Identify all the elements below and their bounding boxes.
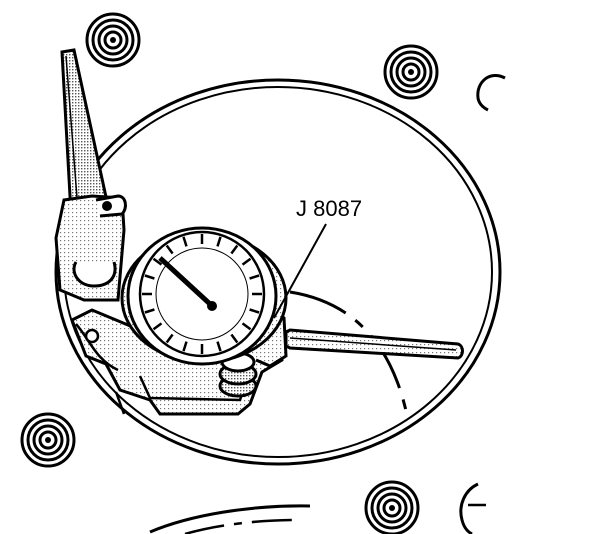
dial-tick bbox=[241, 322, 252, 331]
dial-tick bbox=[152, 257, 163, 266]
dial-tick bbox=[216, 341, 222, 352]
dial-tick bbox=[165, 333, 174, 344]
tool-number-label: J 8087 bbox=[296, 196, 363, 221]
edge-arc-bottom-right bbox=[459, 482, 479, 534]
dial-scale-ticks bbox=[142, 234, 262, 354]
gauge-plunger-rod bbox=[284, 328, 464, 360]
dial-tick bbox=[165, 244, 174, 255]
edge-arc-top-right bbox=[476, 74, 506, 112]
dial-tick bbox=[230, 333, 239, 344]
adjuster-knob bbox=[218, 351, 258, 398]
callout-leader-line bbox=[273, 223, 327, 319]
dial-tick bbox=[152, 322, 163, 331]
bolt-hole-top-left bbox=[85, 12, 141, 68]
dial-tick bbox=[249, 274, 260, 280]
bracket-pin-icon bbox=[102, 201, 112, 211]
dial-tick bbox=[241, 257, 252, 266]
dial-indicator bbox=[120, 226, 288, 366]
bolt-hole-bottom-right bbox=[364, 480, 420, 534]
inner-dashed-arc bbox=[289, 290, 410, 421]
bolt-hole-top-right bbox=[383, 44, 439, 100]
dial-tick bbox=[182, 341, 188, 352]
bore-outer-circle bbox=[54, 78, 502, 466]
dial-tick bbox=[230, 244, 239, 255]
dial-tick bbox=[144, 308, 155, 314]
dial-needle bbox=[158, 256, 212, 306]
dial-tick bbox=[216, 236, 222, 247]
dial-tick bbox=[249, 308, 260, 314]
bolt-hole-bottom-left bbox=[20, 412, 76, 468]
bottom-arc bbox=[149, 504, 311, 534]
dial-tick bbox=[182, 236, 188, 247]
dial-tick bbox=[144, 274, 155, 280]
dial-needle-hub bbox=[207, 301, 217, 311]
